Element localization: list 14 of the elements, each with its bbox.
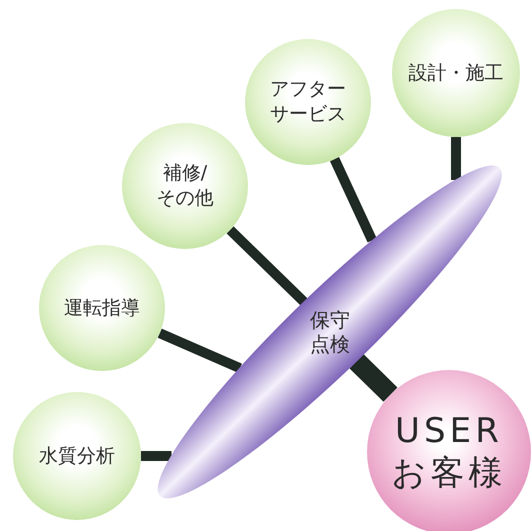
connector-line bbox=[330, 157, 377, 242]
node-label: 補修/その他 bbox=[156, 161, 214, 211]
connector-line bbox=[158, 328, 242, 373]
node-label: 水質分析 bbox=[38, 444, 116, 468]
connector-line bbox=[226, 226, 308, 306]
connector-line bbox=[350, 354, 398, 402]
node-label: USER bbox=[394, 410, 504, 452]
connector-line bbox=[451, 137, 461, 180]
node-label: アフターサービス bbox=[270, 77, 346, 127]
node-label: お客様 bbox=[390, 452, 508, 494]
node-label: 保守点検 bbox=[309, 308, 350, 356]
node-label: 運転指導 bbox=[62, 296, 141, 320]
node-label: 設計・施工 bbox=[407, 60, 504, 86]
connector-line bbox=[141, 451, 172, 461]
